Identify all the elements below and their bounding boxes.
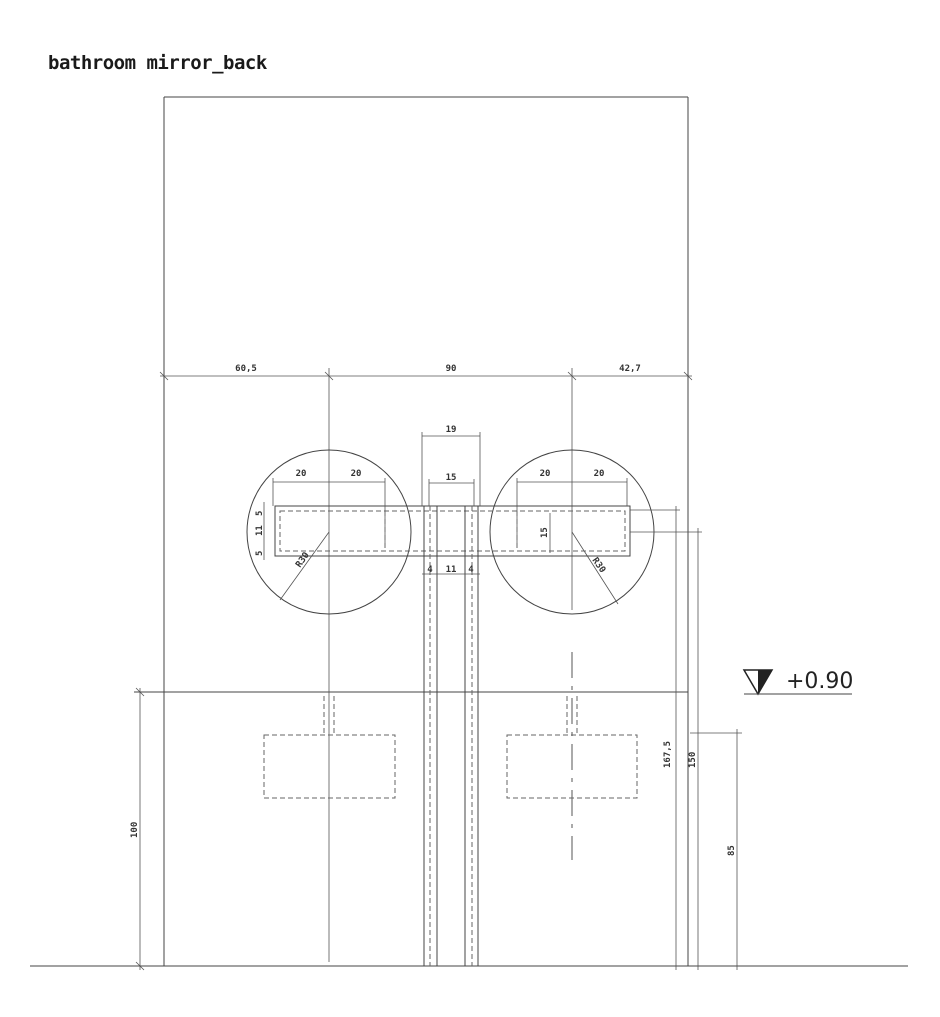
dim-post-gap: 11 [446,565,457,575]
dim-right-offset: 42,7 [619,364,641,374]
dim-left-offset: 60,5 [235,364,257,374]
dim-post-outer: 19 [446,425,457,435]
dim-arm-left-1: 20 [296,469,307,479]
dim-post-wall-left: 4 [427,565,433,575]
center-post [423,505,479,967]
dim-arm-right-2: 20 [594,469,605,479]
dim-arm-right-1: 20 [540,469,551,479]
dim-height-upper: 167,5 [663,741,673,768]
dim-right-arm-height: 15 [540,527,550,538]
lamp-arm-hidden [279,510,626,552]
left-sink [263,734,396,799]
dim-arm-side-a: 5 [255,511,265,516]
dim-height-low: 85 [727,845,737,856]
dim-radius-right: R30 [590,556,608,575]
dim-height-mid: 150 [688,752,698,768]
left-round-mirror [246,449,412,615]
right-sink [506,734,638,799]
dim-post-inner: 15 [446,473,457,483]
dim-arm-side-b: 5 [255,551,265,556]
dim-mid-span: 90 [446,364,457,374]
dim-height-counter: 100 [130,822,140,838]
level-marker-text: +0.90 [786,669,853,694]
drawing-title: bathroom mirror_back [48,52,267,74]
lamp-arm-bar [274,505,631,557]
dim-arm-height: 11 [255,525,265,536]
dim-arm-left-2: 20 [351,469,362,479]
dim-post-wall-right: 4 [468,565,474,575]
